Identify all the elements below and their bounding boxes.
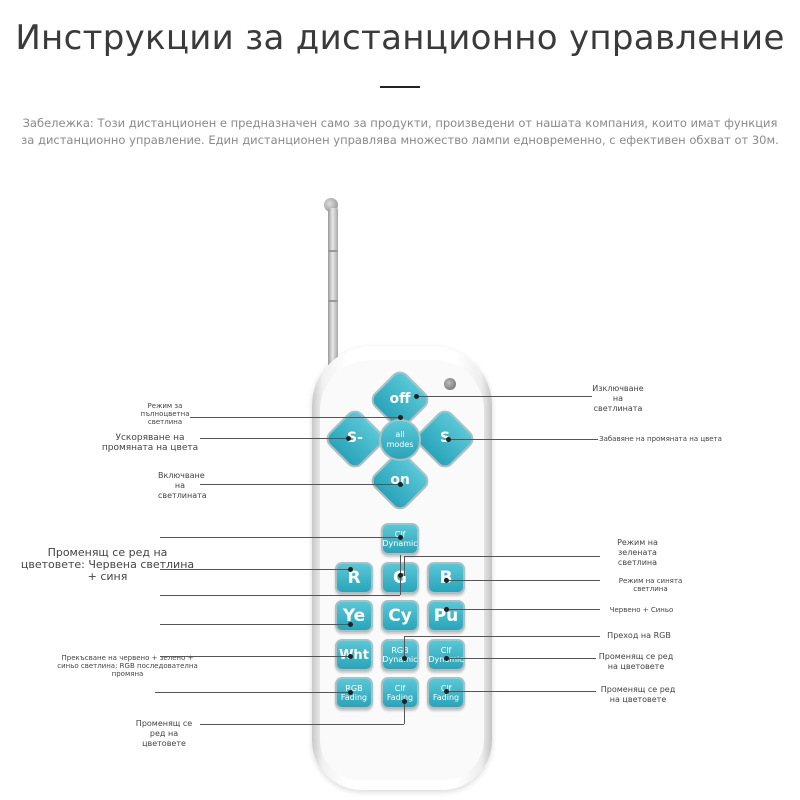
antenna-segment bbox=[328, 250, 338, 252]
white-button[interactable]: Wht bbox=[335, 639, 373, 671]
callout-dot bbox=[348, 567, 353, 572]
callout-line bbox=[160, 656, 350, 657]
off-button[interactable]: off bbox=[389, 391, 411, 407]
page-title: Инструкции за дистанционно управление bbox=[15, 18, 785, 58]
callout-dot bbox=[346, 436, 351, 441]
all-modes-button[interactable]: all modes bbox=[379, 419, 421, 461]
callout-line bbox=[446, 609, 600, 610]
callout-line bbox=[446, 691, 596, 692]
callout-line bbox=[200, 724, 404, 725]
speed-up-button[interactable]: S- bbox=[347, 430, 363, 446]
callout-line bbox=[160, 624, 350, 625]
callout-dot bbox=[398, 415, 403, 420]
clf-fading-mid-button[interactable]: Clf Fading bbox=[381, 677, 419, 709]
clf-dynamic-button[interactable]: Clf Dynamic bbox=[427, 639, 465, 671]
rgb-dynamic-button[interactable]: RGB Dynamic bbox=[381, 639, 419, 671]
callout-dot bbox=[402, 656, 407, 661]
callout-color-order-bottom: Променящ се ред на цветовете bbox=[135, 719, 193, 748]
callout-dot bbox=[398, 482, 403, 487]
callout-red-blue: Червено + Синьо bbox=[609, 606, 674, 614]
callout-line bbox=[200, 484, 400, 485]
callout-light-off: Изключване на светлината bbox=[592, 384, 644, 413]
callout-dot bbox=[444, 689, 449, 694]
callout-line bbox=[160, 537, 400, 538]
antenna-segment bbox=[328, 300, 338, 302]
callout-break-rgb: Прекъсване на червено + зелено + синьо с… bbox=[57, 654, 198, 678]
callout-rgb-transition: Преход на RGB bbox=[607, 631, 671, 640]
callout-color-order-right2: Променящ се ред на цветовете bbox=[600, 685, 676, 704]
callout-dot bbox=[414, 394, 419, 399]
callout-dot bbox=[398, 573, 403, 578]
callout-dot bbox=[348, 690, 353, 695]
callout-line bbox=[404, 700, 405, 724]
callout-dot bbox=[444, 578, 449, 583]
callout-color-order-red-blue: Променящ се ред на цветовете: Червена св… bbox=[20, 546, 195, 583]
slow-down-button[interactable]: S bbox=[439, 430, 451, 446]
callout-line bbox=[446, 658, 596, 659]
callout-dot bbox=[402, 699, 407, 704]
callout-dot bbox=[348, 654, 353, 659]
callout-line bbox=[404, 636, 405, 658]
callout-line bbox=[190, 417, 400, 418]
callout-dot bbox=[446, 437, 451, 442]
callout-blue-mode: Режим на синята светлина bbox=[618, 577, 683, 593]
indicator-led bbox=[444, 378, 456, 390]
antenna bbox=[328, 208, 338, 368]
purple-button[interactable]: Pu bbox=[427, 600, 465, 632]
callout-dot bbox=[398, 535, 403, 540]
yellow-button[interactable]: Ye bbox=[335, 600, 373, 632]
callout-line bbox=[155, 692, 350, 693]
title-divider bbox=[380, 86, 420, 88]
callout-slow-down: Забавяне на промяната на цвета bbox=[599, 435, 722, 443]
callout-color-order-right1: Променящ се ред на цветовете bbox=[598, 652, 674, 671]
callout-dot bbox=[444, 656, 449, 661]
callout-full-color-mode: Режим за пълноцветна светлина bbox=[140, 402, 190, 426]
callout-line bbox=[160, 595, 400, 596]
rgb-fading-button[interactable]: RGB Fading bbox=[335, 677, 373, 709]
callout-line bbox=[160, 569, 350, 570]
red-button[interactable]: R bbox=[335, 562, 373, 594]
callout-line bbox=[416, 396, 592, 397]
callout-line bbox=[404, 556, 405, 576]
callout-line bbox=[448, 439, 598, 440]
callout-line bbox=[404, 636, 600, 637]
callout-line bbox=[446, 580, 600, 581]
callout-dot bbox=[444, 607, 449, 612]
callout-dot bbox=[348, 622, 353, 627]
callout-line bbox=[200, 438, 348, 439]
note-text: Забележка: Този дистанционен е предназна… bbox=[21, 116, 779, 147]
callout-speed-up: Ускоряване на промяната на цвета bbox=[101, 433, 199, 453]
cyan-button[interactable]: Cy bbox=[381, 600, 419, 632]
callout-line bbox=[404, 556, 600, 557]
callout-light-on: Включване на светлината bbox=[158, 471, 207, 500]
callout-green-mode: Режим на зелената светлина bbox=[617, 538, 658, 567]
